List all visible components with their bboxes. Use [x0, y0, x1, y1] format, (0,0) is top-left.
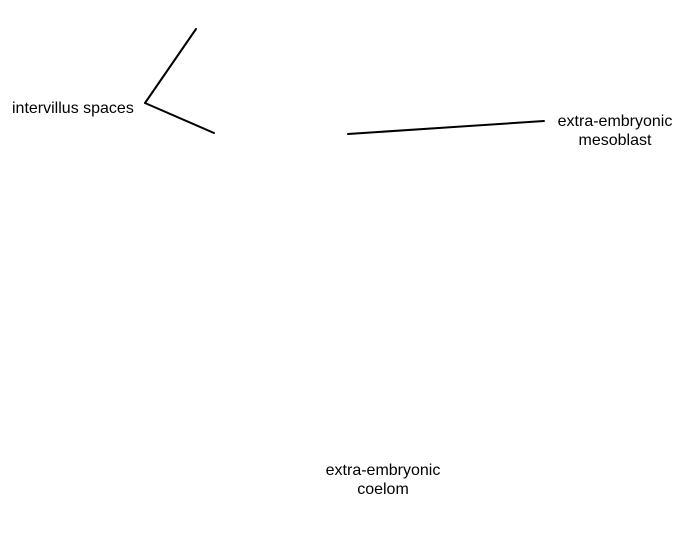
label-coelom-line1: extra-embryonic	[325, 462, 441, 479]
mesoblast-leader-line	[347, 120, 545, 135]
label-coelom-line2: coelom	[357, 481, 409, 498]
intervillus-leader-line-upper	[144, 28, 197, 104]
label-extra-embryonic-coelom: extra-embryonic coelom	[308, 461, 458, 499]
label-intervillus-spaces-text: intervillus spaces	[12, 100, 134, 117]
label-mesoblast-line2: mesoblast	[578, 132, 652, 149]
label-intervillus-spaces: intervillus spaces	[12, 99, 134, 118]
label-mesoblast-line1: extra-embryonic	[557, 113, 673, 130]
label-extra-embryonic-mesoblast: extra-embryonic mesoblast	[540, 112, 690, 150]
intervillus-leader-line-lower	[144, 102, 215, 134]
